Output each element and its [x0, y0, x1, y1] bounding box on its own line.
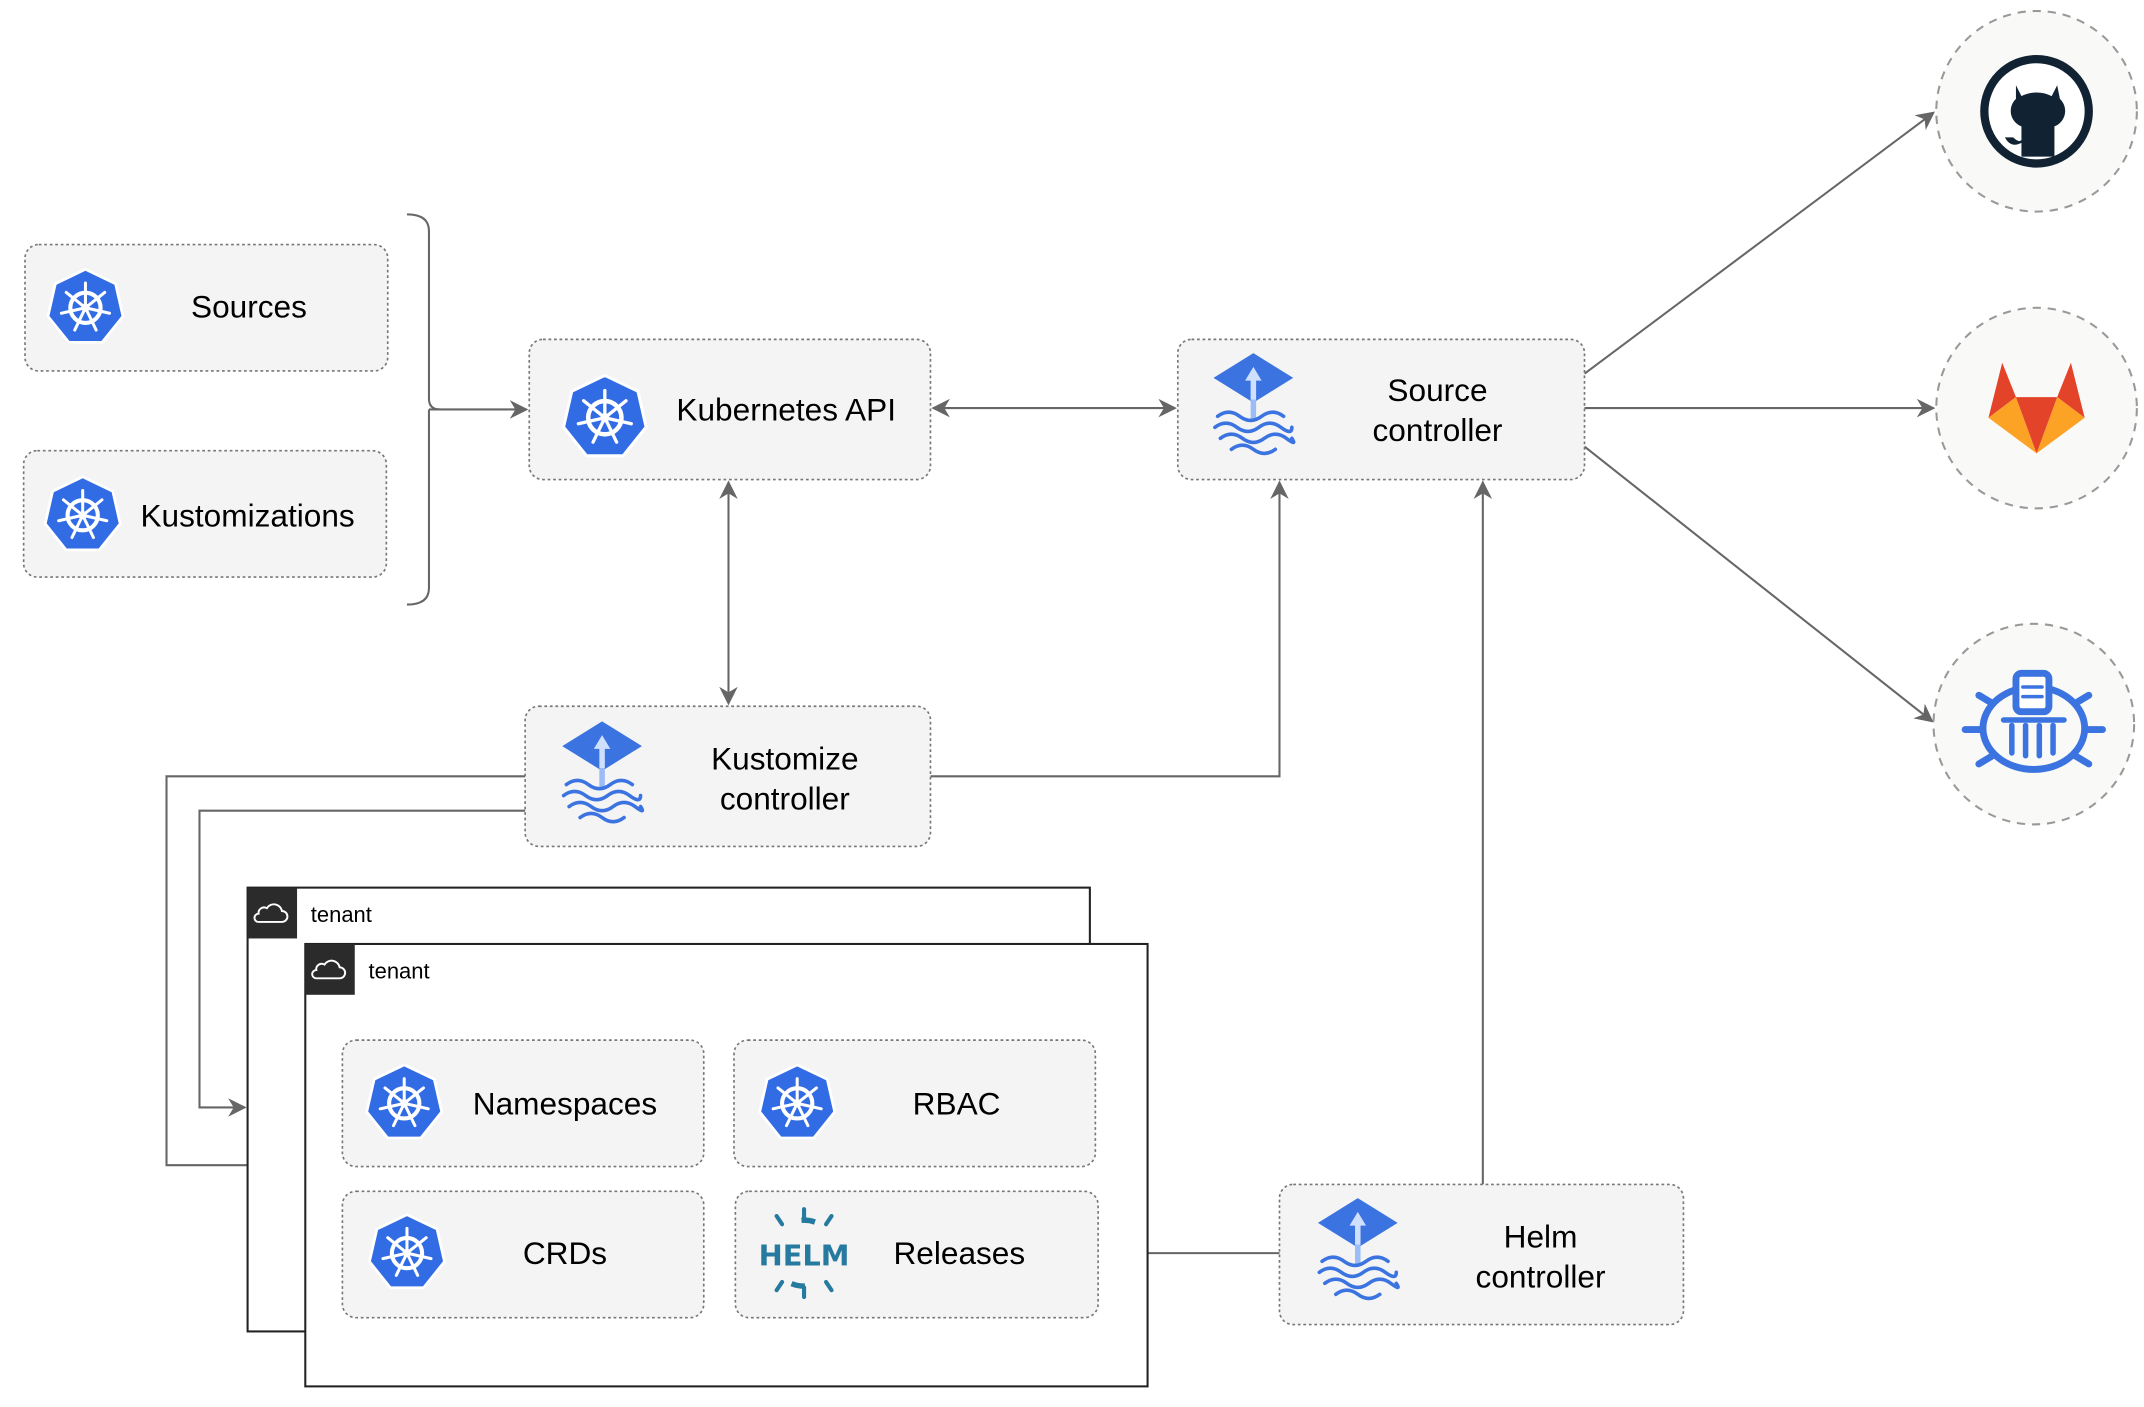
github-icon — [1980, 54, 2093, 168]
edge-kustomize-to-tenant-front — [165, 775, 526, 1175]
brace — [406, 213, 440, 606]
node-label-line2: controller — [1476, 1258, 1606, 1294]
tenant-label: tenant — [311, 902, 372, 927]
node-releases[interactable]: HELM Releases — [734, 1190, 1099, 1319]
node-label: RBAC — [913, 1085, 1001, 1121]
cloud-icon — [253, 903, 289, 923]
node-sources[interactable]: Sources — [24, 243, 389, 372]
node-label: Releases — [893, 1235, 1025, 1271]
node-crds[interactable]: CRDs — [341, 1190, 705, 1319]
tenant-label: tenant — [369, 958, 430, 983]
cloud-icon — [311, 959, 347, 980]
node-label-line2: controller — [1373, 412, 1503, 448]
helm-logo-text: HELM — [759, 1238, 850, 1272]
node-label: Sources — [191, 288, 307, 324]
node-label: Namespaces — [473, 1085, 657, 1121]
node-helm-controller[interactable]: Helm controller — [1278, 1183, 1685, 1326]
node-rbac[interactable]: RBAC — [733, 1039, 1097, 1168]
gitlab-icon — [1988, 362, 2085, 454]
edge-source-to-github — [1583, 111, 1935, 375]
bucket-icon — [1961, 669, 2106, 773]
node-label-line1: Kustomize — [711, 740, 858, 776]
node-label-line1: Source — [1387, 372, 1487, 408]
node-label-line1: Helm — [1504, 1219, 1578, 1255]
edge-source-to-bucket — [1583, 445, 1934, 723]
cloud-icon-bg — [247, 887, 298, 939]
node-kustomize-controller[interactable]: Kustomize controller — [524, 705, 932, 848]
bucket-source[interactable] — [1932, 622, 2136, 826]
edge-kustomize-to-source — [930, 480, 1289, 778]
node-source-controller[interactable]: Source controller — [1176, 338, 1586, 481]
node-label: CRDs — [523, 1235, 607, 1271]
node-kustomizations[interactable]: Kustomizations — [22, 449, 388, 578]
tenant-front: tenant Namespaces RBAC CRDs — [304, 942, 1149, 1388]
node-kubernetes-api[interactable]: Kubernetes API — [528, 338, 932, 481]
cloud-icon-bg — [305, 943, 355, 995]
edge-kustomize-to-tenant-back — [198, 809, 526, 1117]
node-namespaces[interactable]: Namespaces — [341, 1039, 705, 1168]
node-label: Kubernetes API — [676, 391, 896, 427]
github-source[interactable] — [1935, 9, 2138, 213]
helm-icon: HELM — [755, 1207, 853, 1300]
gitlab-source[interactable] — [1935, 306, 2138, 510]
node-label-line2: controller — [720, 780, 850, 816]
node-label: Kustomizations — [140, 497, 354, 533]
